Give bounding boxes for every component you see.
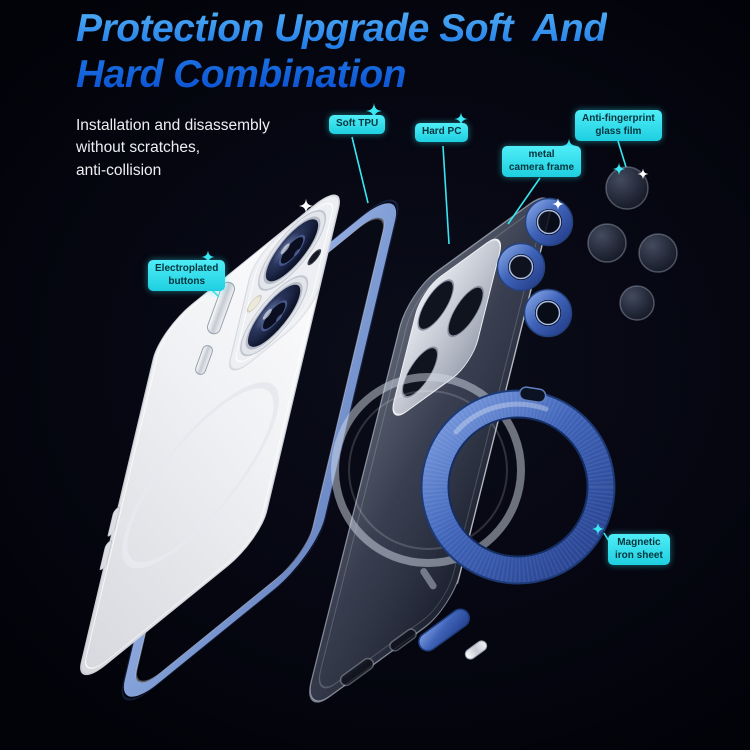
phone-side-button <box>107 506 121 537</box>
kickstand-parts <box>418 608 488 660</box>
title-line-2: Hard Combination <box>76 52 406 96</box>
title-line-1: Protection Upgrade Soft And <box>76 7 607 50</box>
phone-side-button <box>99 540 113 571</box>
magnetic-ring-image <box>420 386 616 585</box>
electroplated-buttons-image <box>195 281 236 375</box>
camera-lens <box>257 209 327 291</box>
callout-soft-tpu: Soft TPU <box>329 115 386 134</box>
metal-camera-frame-image <box>392 238 501 416</box>
callout-hard-pc: Hard PC <box>415 123 469 142</box>
callout-electroplated-buttons: Electroplated buttons <box>148 260 226 291</box>
callout-anti-fingerprint-glass-film: Anti-fingerprint glass film <box>575 110 662 141</box>
lens-rings-image <box>496 197 574 338</box>
camera-flash <box>246 294 262 313</box>
callout-magnetic-iron-sheet: Magnetic iron sheet <box>608 534 670 565</box>
phone-image <box>80 194 340 676</box>
camera-module <box>229 194 340 371</box>
callout-metal-camera-frame: metal camera frame <box>502 146 582 177</box>
case-bottom-slots <box>339 628 417 687</box>
lidar-sensor <box>307 249 322 266</box>
camera-lens <box>240 275 309 357</box>
magsafe-ring-outline <box>331 373 525 590</box>
page-title: Protection Upgrade Soft And Hard Combina… <box>76 6 607 97</box>
glass-films-image <box>587 166 678 321</box>
page-subtitle: Installation and disassembly without scr… <box>76 117 270 179</box>
